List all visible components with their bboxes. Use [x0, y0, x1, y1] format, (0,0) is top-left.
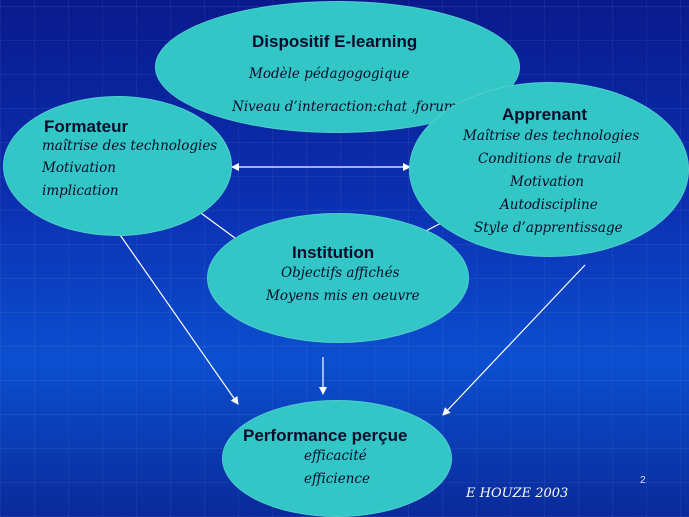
node-performance-title: Performance perçue — [243, 426, 408, 445]
node-institution-ellipse — [207, 213, 469, 343]
node-formateur-title: Formateur — [44, 117, 129, 136]
node-dispositif-item: Modèle pédagogogique — [249, 66, 410, 82]
node-apprenant-ellipse — [409, 82, 689, 257]
node-formateur-item: implication — [42, 183, 119, 199]
node-formateur-item: Motivation — [42, 160, 116, 176]
node-institution-title: Institution — [292, 243, 375, 262]
arrow-apprenant-performance — [442, 264, 586, 416]
arrow-formateur-performance — [117, 231, 239, 405]
page-number: 2 — [640, 475, 646, 486]
node-formateur-item: maîtrise des technologies — [42, 138, 218, 154]
node-apprenant-item: Style d’apprentissage — [474, 220, 623, 236]
author-credit: E HOUZE 2003 — [466, 486, 569, 501]
node-apprenant-item: Conditions de travail — [478, 151, 622, 167]
node-performance-item: efficacité — [304, 448, 367, 464]
node-apprenant-title: Apprenant — [502, 105, 587, 124]
node-apprenant-item: Motivation — [510, 174, 584, 190]
node-performance-ellipse — [222, 400, 452, 517]
node-performance-item: efficience — [304, 471, 370, 487]
node-institution-item: Moyens mis en oeuvre — [266, 288, 420, 304]
node-dispositif-title: Dispositif E-learning — [252, 32, 418, 51]
node-institution-item: Objectifs affichés — [281, 265, 400, 281]
node-dispositif-item: Niveau d’interaction:chat ,forum.. — [232, 99, 466, 115]
node-apprenant-item: Autodiscipline — [500, 197, 598, 213]
node-apprenant-item: Maîtrise des technologies — [463, 128, 640, 144]
node-formateur-ellipse — [3, 96, 232, 236]
